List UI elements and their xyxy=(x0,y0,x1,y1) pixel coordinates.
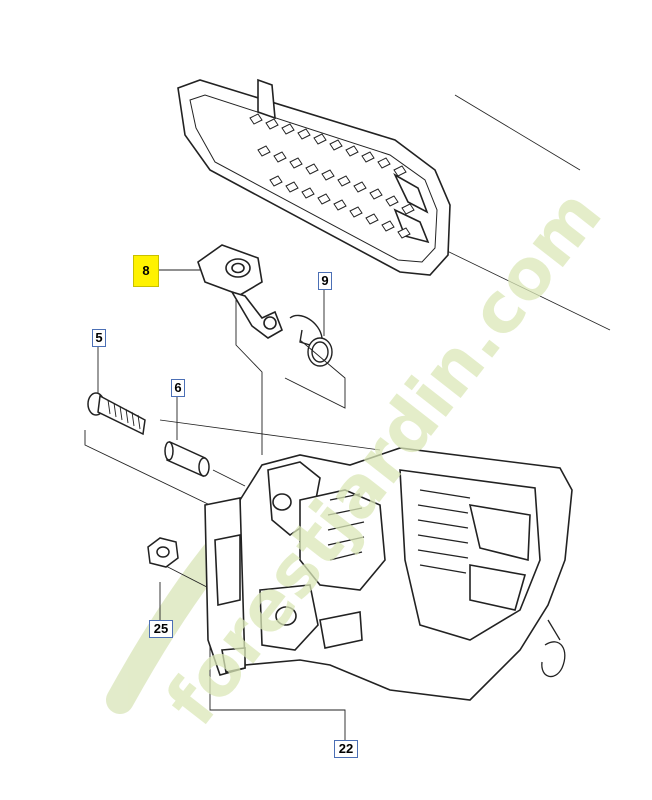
callout-9-label: 9 xyxy=(321,273,329,288)
callout-25-label: 25 xyxy=(153,621,169,636)
callout-6-label: 6 xyxy=(174,380,182,395)
callout-8[interactable]: 8 xyxy=(133,255,159,287)
part-9-spring xyxy=(289,314,333,367)
callout-9[interactable]: 9 xyxy=(318,272,332,290)
part-25-nut xyxy=(147,537,179,568)
part-5-bolt xyxy=(87,392,146,436)
part-22-spring-coil xyxy=(541,619,566,678)
crankcase-body xyxy=(204,447,573,701)
part-6-sleeve xyxy=(164,440,210,478)
part-8-throttle-lock xyxy=(197,244,283,339)
callout-8-label: 8 xyxy=(142,263,150,278)
callout-5-label: 5 xyxy=(95,330,103,345)
top-cover xyxy=(177,78,451,276)
callout-25[interactable]: 25 xyxy=(149,620,173,638)
callout-6[interactable]: 6 xyxy=(171,379,185,397)
cylinder-fins xyxy=(327,489,471,574)
reference-lines xyxy=(159,94,611,451)
callout-22-label: 22 xyxy=(338,741,354,756)
callout-22[interactable]: 22 xyxy=(334,740,358,758)
cover-vent-slots xyxy=(249,113,415,239)
callout-5[interactable]: 5 xyxy=(92,329,106,347)
